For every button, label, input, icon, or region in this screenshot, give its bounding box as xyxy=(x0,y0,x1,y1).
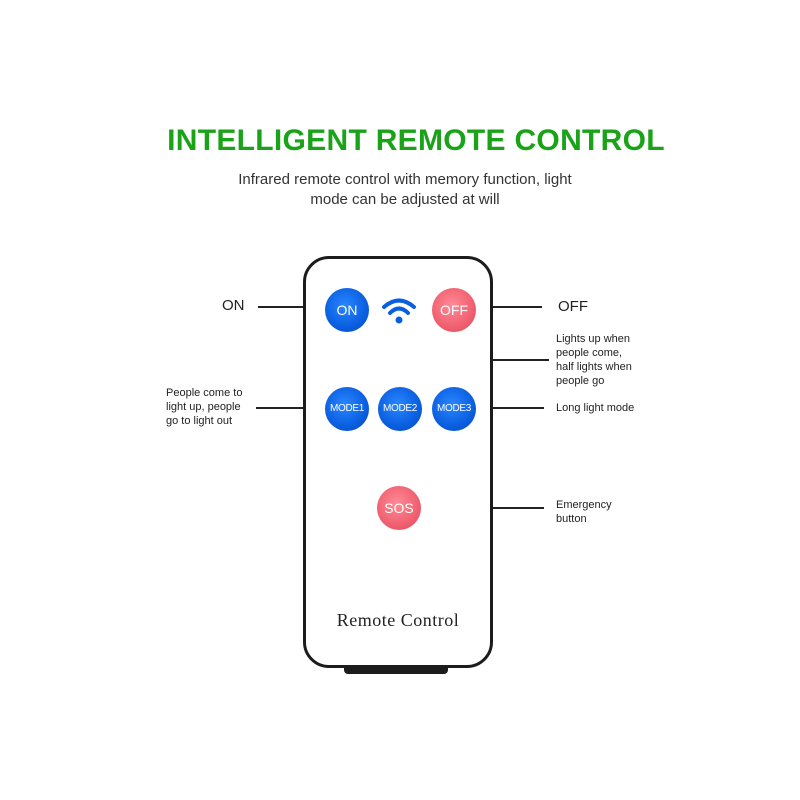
sos-callout-line: Emergency xyxy=(556,499,612,511)
page-title: INTELLIGENT REMOTE CONTROL xyxy=(167,124,665,157)
remote-bottom-edge xyxy=(344,667,448,674)
on-connector-line xyxy=(258,306,330,308)
mode2-callout-line: Lights up when xyxy=(556,333,630,345)
mode1-callout-line: light up, people xyxy=(166,401,241,413)
mode2-callout-line: half lights when xyxy=(556,361,632,373)
mode1-connector-line xyxy=(256,407,330,409)
mode3-button[interactable]: MODE3 xyxy=(432,387,476,431)
mode1-callout: People come to light up, people go to li… xyxy=(166,386,242,428)
mode2-callout: Lights up when people come, half lights … xyxy=(556,332,632,388)
sos-button[interactable]: SOS xyxy=(377,486,421,530)
mode1-callout-line: go to light out xyxy=(166,415,233,427)
sos-callout: Emergency button xyxy=(556,498,612,526)
on-button[interactable]: ON xyxy=(325,288,369,332)
mode2-callout-line: people come, xyxy=(556,347,623,359)
remote-label: Remote Control xyxy=(336,610,460,630)
off-connector-line xyxy=(470,306,542,308)
off-callout: OFF xyxy=(558,298,588,315)
subtitle-line-1: Infrared remote control with memory func… xyxy=(238,171,572,188)
mode2-callout-line: people go xyxy=(556,375,605,387)
page-subtitle: Infrared remote control with memory func… xyxy=(180,170,630,210)
wifi-signal-icon xyxy=(382,298,416,324)
sos-callout-line: button xyxy=(556,513,587,525)
off-button[interactable]: OFF xyxy=(432,288,476,332)
mode1-button[interactable]: MODE1 xyxy=(325,387,369,431)
mode2-button[interactable]: MODE2 xyxy=(378,387,422,431)
subtitle-line-2: mode can be adjusted at will xyxy=(310,191,500,208)
mode3-connector-line xyxy=(470,407,544,409)
mode1-callout-line: People come to xyxy=(166,387,243,399)
mode3-callout: Long light mode xyxy=(556,402,635,414)
on-callout: ON xyxy=(222,297,245,314)
